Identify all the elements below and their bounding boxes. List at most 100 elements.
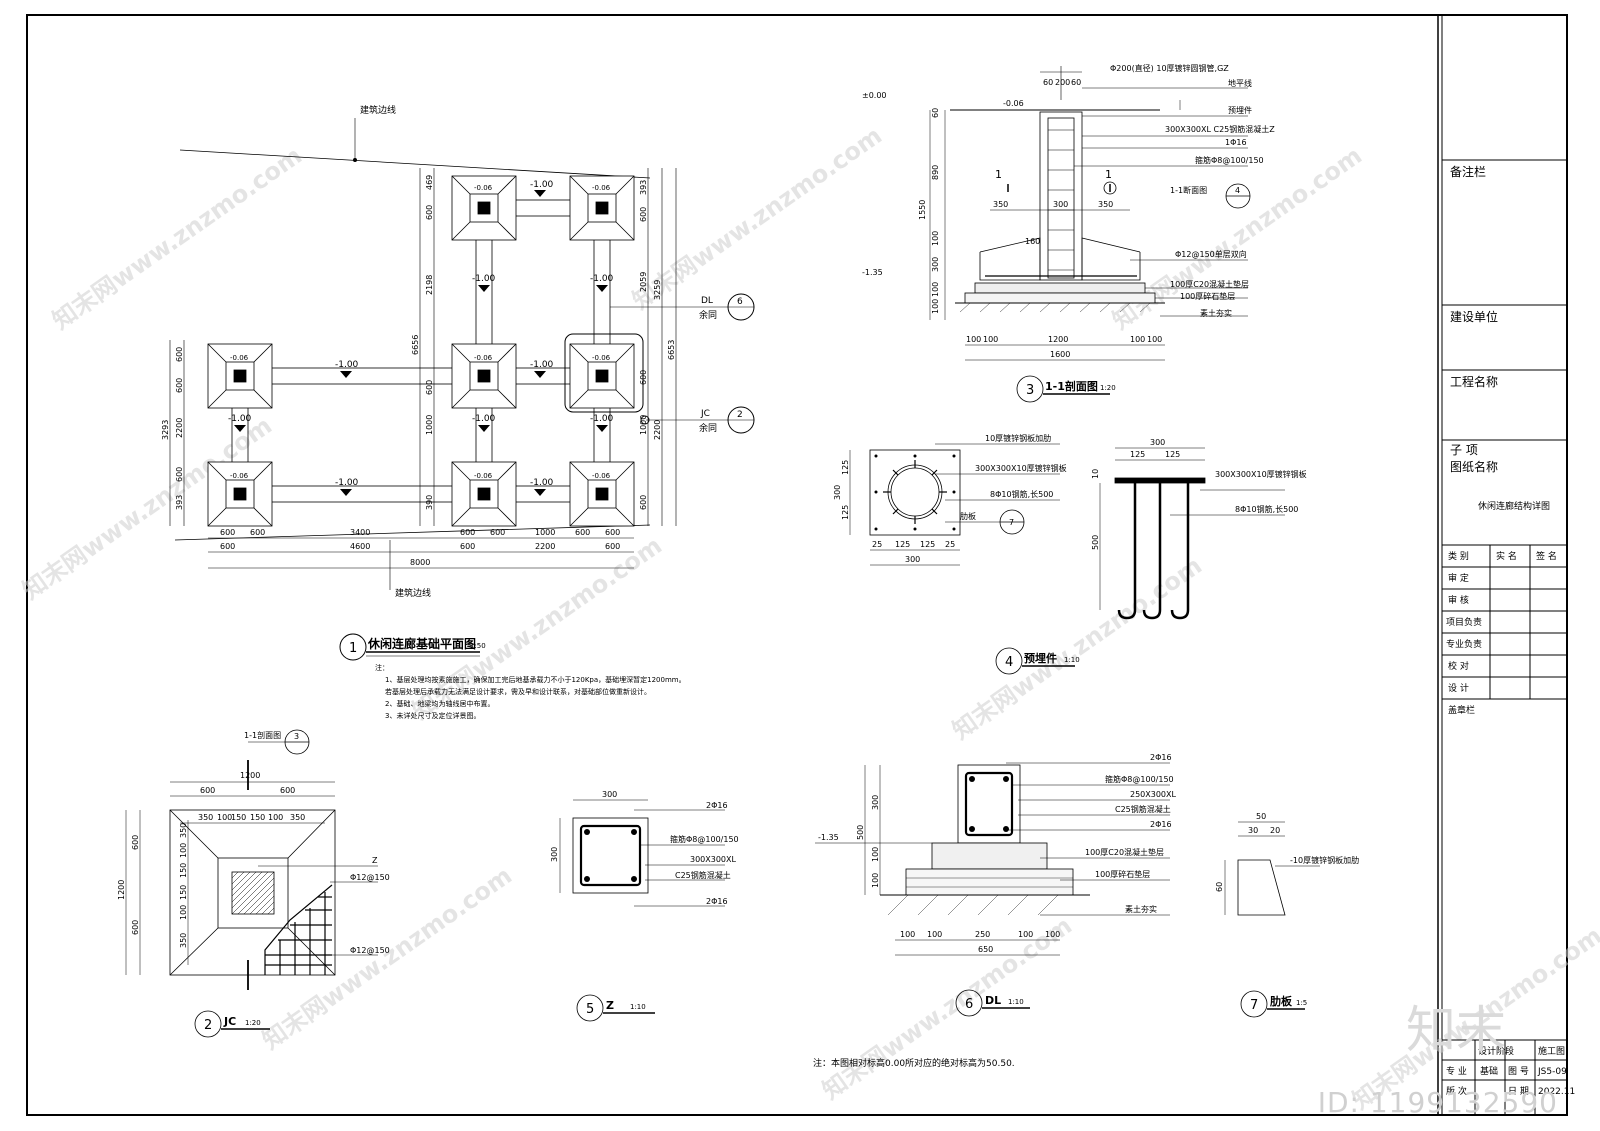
- svg-text:1200: 1200: [240, 771, 260, 780]
- svg-text:-1.35: -1.35: [862, 268, 883, 277]
- svg-text:300X300XL C25钢筋混凝土Z: 300X300XL C25钢筋混凝土Z: [1165, 124, 1275, 134]
- svg-text:素土夯实: 素土夯实: [1200, 308, 1232, 318]
- jc-detail: 1-1剖面图 3 1200 600 600 350 100 150 150 10…: [117, 729, 390, 1038]
- svg-text:350: 350: [993, 200, 1008, 209]
- svg-text:素土夯实: 素土夯实: [1125, 904, 1157, 914]
- svg-text:600: 600: [131, 835, 140, 850]
- svg-text:100: 100: [179, 905, 188, 920]
- plan-dim-right-b: 3259: [653, 280, 662, 300]
- svg-text:余同: 余同: [699, 422, 717, 434]
- svg-text:300: 300: [550, 847, 559, 862]
- tie-level-4: -1.00: [530, 478, 554, 488]
- svg-text:±0.00: ±0.00: [862, 91, 887, 100]
- svg-text:100: 100: [983, 335, 998, 344]
- tie-level-6: -1.00: [472, 274, 496, 284]
- plan-dim-mid: 1000: [425, 415, 434, 435]
- svg-text:650: 650: [978, 945, 993, 954]
- svg-text:箍筋Φ8@100/150: 箍筋Φ8@100/150: [670, 834, 739, 844]
- svg-text:1Φ16: 1Φ16: [1225, 138, 1247, 147]
- seal-label: 盖章栏: [1448, 706, 1476, 716]
- svg-text:100: 100: [871, 847, 880, 862]
- footnote: 注：本图相对标高0.00所对应的绝对标高为50.50.: [813, 1057, 1015, 1069]
- boundary-label-top: 建筑边线: [360, 104, 396, 116]
- svg-text:350: 350: [179, 933, 188, 948]
- svg-text:5: 5: [586, 1002, 594, 1017]
- svg-text:150: 150: [179, 885, 188, 900]
- plan-dim-left: 600: [175, 347, 184, 362]
- svg-text:1-1断面图: 1-1断面图: [1170, 185, 1207, 195]
- svg-text:350: 350: [290, 813, 305, 822]
- svg-text:300: 300: [602, 790, 617, 799]
- svg-text:150: 150: [250, 813, 265, 822]
- svg-text:60: 60: [1071, 78, 1081, 87]
- svg-text:60: 60: [931, 108, 940, 118]
- svg-text:DL: DL: [701, 296, 713, 306]
- plan-dim-bottom-1: 600: [250, 528, 265, 537]
- svg-text:7: 7: [1009, 518, 1014, 527]
- svg-text:C25钢筋混凝土: C25钢筋混凝土: [675, 870, 731, 880]
- plan-dim-bottom-1: 600: [575, 528, 590, 537]
- svg-text:预埋件: 预埋件: [1024, 651, 1057, 665]
- sub-item-label: 子 项: [1450, 443, 1478, 457]
- svg-text:2: 2: [204, 1018, 212, 1033]
- svg-text:300: 300: [931, 257, 940, 272]
- plan-dim-bottom-2: 600: [605, 542, 620, 551]
- svg-text:350: 350: [179, 823, 188, 838]
- plan-dim-bottom-2: 4600: [350, 542, 370, 551]
- svg-text:10: 10: [1091, 469, 1100, 479]
- plan-dim-bottom-1: 600: [490, 528, 505, 537]
- svg-text:Φ12@150: Φ12@150: [350, 946, 390, 955]
- view-1-number: 1: [349, 641, 357, 656]
- svg-text:1:20: 1:20: [245, 1019, 261, 1027]
- svg-text:300: 300: [1053, 200, 1068, 209]
- plan-dim-left: 2200: [175, 418, 184, 438]
- svg-text:100: 100: [268, 813, 283, 822]
- plan-dim-left: 600: [175, 467, 184, 482]
- svg-text:-0.06: -0.06: [474, 354, 493, 362]
- svg-text:100: 100: [1147, 335, 1162, 344]
- tie-level-9: -1.00: [590, 414, 614, 424]
- sign-header-signature: 签 名: [1536, 552, 1557, 562]
- svg-text:1600: 1600: [1050, 350, 1070, 359]
- svg-text:1-1剖面图: 1-1剖面图: [244, 730, 281, 740]
- svg-text:7: 7: [1250, 998, 1258, 1013]
- z-column-section: 300 300 2Φ16 箍筋Φ8@100/150 300X300XL C25钢…: [550, 790, 739, 1022]
- plan-dim-left: 393: [175, 495, 184, 510]
- svg-text:100: 100: [931, 282, 940, 297]
- svg-text:20: 20: [1270, 826, 1280, 835]
- svg-text:300X300X10厚镀锌钢板: 300X300X10厚镀锌钢板: [1215, 469, 1307, 479]
- svg-text:-1.35: -1.35: [818, 833, 839, 842]
- plan-dim-right: 600: [639, 370, 648, 385]
- discipline-label: 专 业: [1446, 1067, 1467, 1077]
- svg-text:600: 600: [131, 920, 140, 935]
- svg-text:6: 6: [965, 997, 973, 1012]
- plan-dim-bottom-1: 600: [220, 528, 235, 537]
- svg-text:890: 890: [931, 165, 940, 180]
- svg-text:Z: Z: [606, 999, 614, 1012]
- svg-text:知末网www.znzmo.com: 知末网www.znzmo.com: [47, 141, 307, 335]
- plan-dim-right: 1000: [639, 415, 648, 435]
- svg-text:-10厚镀锌钢板加肋: -10厚镀锌钢板加肋: [1290, 855, 1359, 865]
- svg-text:-0.06: -0.06: [592, 472, 611, 480]
- note-2: 2、基础、地梁均为轴线居中布置。: [385, 699, 494, 708]
- plan-dim-right: 2059: [639, 272, 648, 292]
- svg-text:100: 100: [931, 231, 940, 246]
- svg-text:250X300XL: 250X300XL: [1130, 790, 1177, 799]
- svg-text:肋板: 肋板: [960, 511, 976, 521]
- svg-text:知末网www.znzmo.com: 知末网www.znzmo.com: [1107, 141, 1367, 335]
- svg-text:1550: 1550: [918, 200, 927, 220]
- project-name-label: 工程名称: [1450, 375, 1499, 389]
- svg-text:500: 500: [1091, 535, 1100, 550]
- plan-dim-mid: 390: [425, 495, 434, 510]
- svg-text:350: 350: [1098, 200, 1113, 209]
- svg-text:60: 60: [1043, 78, 1053, 87]
- sign-header-category: 类 别: [1448, 552, 1469, 562]
- plan-dim-right-total: 6653: [667, 340, 676, 360]
- svg-text:300: 300: [833, 485, 842, 500]
- svg-text:肋板: 肋板: [1270, 994, 1293, 1008]
- svg-text:200: 200: [1055, 78, 1070, 87]
- svg-text:-0.06: -0.06: [1003, 99, 1024, 108]
- plan-dim-mid: 600: [425, 205, 434, 220]
- watermark-logo: 知末: [1406, 1001, 1506, 1059]
